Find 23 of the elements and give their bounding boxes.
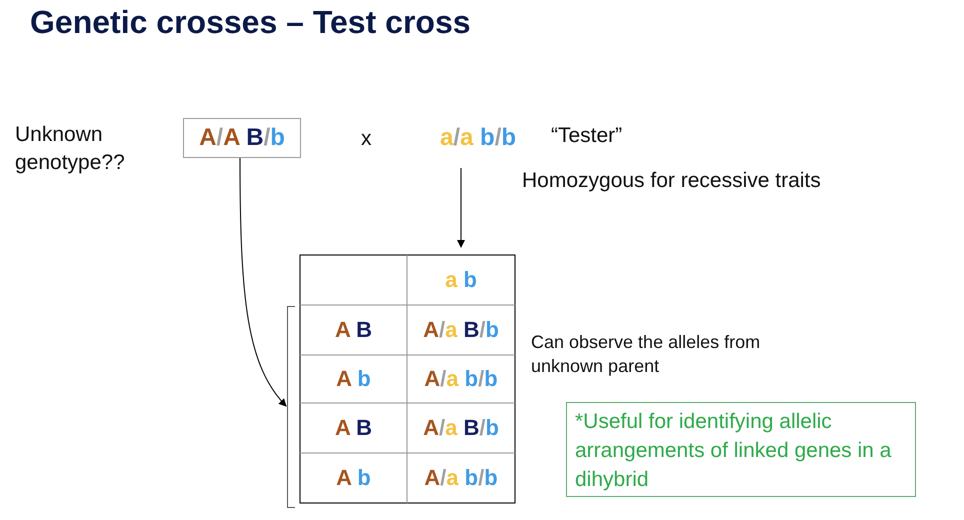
gamete-label: A B [334, 414, 374, 442]
gamete-label: A b [335, 365, 372, 393]
note-text: Can observe the alleles from unknown parent [531, 331, 762, 378]
offspring-genotype: A/a b/b [423, 464, 499, 492]
beside-label: Homozygous for recessive traits [522, 169, 821, 193]
offspring-genotype: A/a B/b [422, 414, 500, 442]
note-box [566, 402, 916, 497]
allele-text: a b [445, 267, 477, 293]
beside-label: “Tester” [551, 124, 622, 148]
genotype-box [183, 118, 301, 158]
gamete-label: A B [334, 316, 374, 344]
bracket [287, 306, 295, 508]
gamete-label: A b [335, 464, 372, 492]
cross-symbol: x [361, 127, 372, 151]
offspring-genotype: A/a B/b [422, 316, 500, 344]
note-text: *Useful for identifying allelic arrangements of linked genes in a dihybrid [575, 409, 892, 493]
offspring-genotype: A/a b/b [423, 365, 499, 393]
arrow [240, 158, 287, 407]
arrow [457, 168, 465, 248]
beside-label: Unknown genotype?? [15, 122, 126, 176]
genotype-text: A/A B/b [199, 124, 285, 152]
slide-title: Genetic crosses – Test cross [30, 4, 471, 41]
genotype-text: a/a b/b [440, 124, 516, 152]
